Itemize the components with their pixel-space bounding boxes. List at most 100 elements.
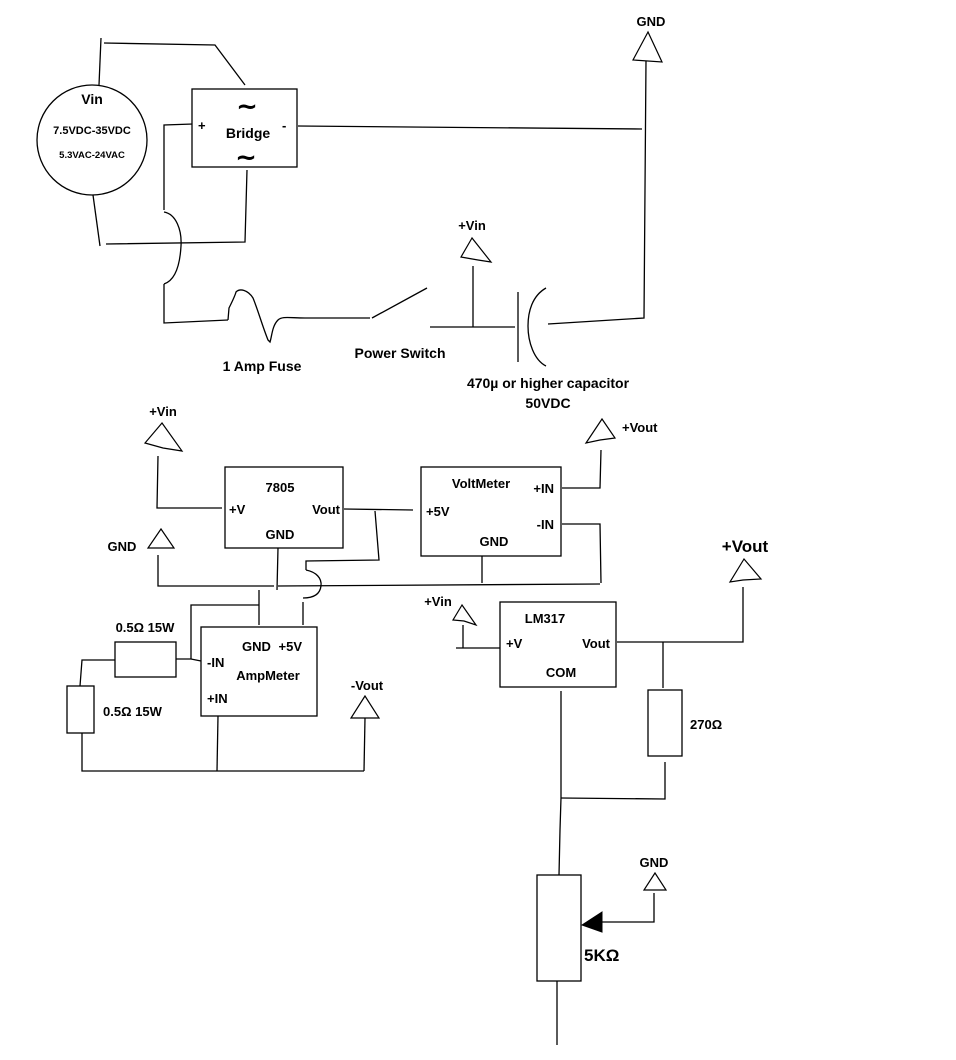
shunt-resistor-1-label: 0.5Ω 15W (116, 620, 176, 635)
wire (157, 555, 274, 587)
fuse-symbol (227, 289, 370, 344)
wire (602, 893, 655, 923)
resistor-270-label: 270Ω (690, 717, 722, 732)
ground-triangle-icon (146, 527, 176, 549)
vout-label-voltmeter: +Vout (622, 420, 658, 435)
bridge-minus-terminal: - (282, 118, 286, 133)
resistor-270: 270Ω (560, 642, 722, 800)
power-triangle-icon (143, 422, 184, 452)
power-triangle-icon (584, 417, 617, 444)
ampmeter-name: AmpMeter (236, 668, 300, 683)
wire (456, 625, 500, 649)
potentiometer-label: 5KΩ (584, 946, 619, 965)
gnd-label-pot: GND (640, 855, 669, 870)
vin-label-lm317: +Vin (424, 594, 452, 609)
voltmeter-pin-gnd: GND (480, 534, 509, 549)
wire (297, 125, 643, 130)
lm317-pin-out: Vout (582, 636, 611, 651)
vin-label-cap: +Vin (458, 218, 486, 233)
wire (558, 691, 562, 876)
lm317-regulator: LM317 +V Vout COM (499, 601, 617, 688)
wiper-arrow-icon[interactable] (580, 911, 603, 933)
ac-tilde-top-icon: ~ (236, 92, 258, 122)
ampmeter-body (200, 626, 318, 717)
voltmeter-pin-minus-in: -IN (537, 517, 554, 532)
regulator-7805-body (224, 466, 344, 549)
vin-symbol-lm317: +Vin (424, 594, 500, 649)
capacitor-plate-curved (527, 287, 547, 367)
vout-symbol-lm317: +Vout (722, 537, 769, 583)
wire-crossover-hop (163, 211, 182, 285)
regulator-7805: 7805 +V Vout GND (224, 466, 344, 549)
ground-triangle-icon (632, 30, 663, 63)
wire (176, 658, 202, 662)
capacitor-label-value: 470µ or higher capacitor (467, 375, 630, 391)
wire (560, 762, 666, 800)
neg-vout-label: -Vout (351, 678, 384, 693)
lm317-pin-in: +V (506, 636, 523, 651)
vout-symbol-voltmeter: +Vout (584, 417, 658, 444)
vin-label-7805: +Vin (149, 404, 177, 419)
vout-label-lm317: +Vout (722, 537, 769, 556)
voltmeter: VoltMeter +IN +5V -IN GND (420, 449, 602, 584)
lm317-name: LM317 (525, 611, 565, 626)
wire (81, 733, 364, 772)
gnd-label-top: GND (637, 14, 666, 29)
wire (156, 455, 222, 509)
wire (305, 510, 380, 570)
wire (163, 123, 194, 210)
regulator-7805-pin-gnd: GND (266, 527, 295, 542)
voltmeter-pin-supply: +5V (426, 504, 450, 519)
capacitor-label-voltage: 50VDC (525, 395, 570, 411)
wire (276, 547, 279, 591)
power-triangle-icon (460, 236, 493, 263)
bridge-rectifier: ~ Bridge ~ + - (191, 88, 298, 173)
potentiometer-5k: 5KΩ (536, 874, 655, 1045)
regulator-7805-pin-in: +V (229, 502, 246, 517)
ampmeter-pin-minus-in: -IN (207, 655, 224, 670)
switch-lever[interactable] (371, 287, 428, 319)
wire (617, 587, 744, 643)
resistor-body (66, 685, 95, 734)
voltmeter-name: VoltMeter (452, 476, 510, 491)
gnd-label-7805: GND (108, 539, 137, 554)
shunt-resistor-vertical: 0.5Ω 15W (66, 685, 366, 772)
power-switch: Power Switch (354, 287, 446, 361)
vin-source-name: Vin (81, 91, 103, 107)
shunt-resistor-horizontal: 0.5Ω 15W (79, 620, 202, 687)
gnd-symbol-pot: GND (640, 855, 669, 891)
wire (562, 523, 602, 584)
capacitor: 470µ or higher capacitor 50VDC (430, 287, 630, 411)
wire-crossover-hop (302, 569, 322, 599)
vin-symbol-cap: +Vin (458, 218, 493, 327)
ground-triangle-icon (642, 871, 668, 891)
gnd-symbol-7805: GND (108, 527, 176, 554)
fuse-label: 1 Amp Fuse (223, 358, 302, 374)
ground-rail (157, 508, 601, 659)
bridge-body (191, 88, 298, 168)
voltmeter-pin-plus-in: +IN (533, 481, 554, 496)
wire (190, 604, 259, 659)
wire (216, 715, 219, 772)
vin-source-circle (36, 84, 148, 196)
wire (277, 583, 601, 587)
wire (105, 169, 248, 245)
wire (547, 59, 647, 325)
fuse: 1 Amp Fuse (223, 289, 370, 374)
vin-source-dc-range: 7.5VDC-35VDC (53, 125, 131, 137)
wire (363, 717, 366, 772)
ampmeter-pin-gnd: GND (242, 639, 271, 654)
gnd-symbol-top: GND (632, 14, 666, 63)
wire (163, 284, 229, 324)
neg-vout-symbol: -Vout (349, 678, 384, 719)
power-triangle-icon (728, 557, 763, 583)
regulator-7805-pin-out: Vout (312, 502, 341, 517)
bridge-label: Bridge (226, 125, 271, 141)
regulator-7805-name: 7805 (266, 480, 295, 495)
wire (92, 194, 101, 247)
power-triangle-icon (451, 603, 478, 627)
lm317-body (499, 601, 617, 688)
shunt-resistor-2-label: 0.5Ω 15W (103, 704, 163, 719)
vin-symbol-7805: +Vin (143, 404, 222, 509)
